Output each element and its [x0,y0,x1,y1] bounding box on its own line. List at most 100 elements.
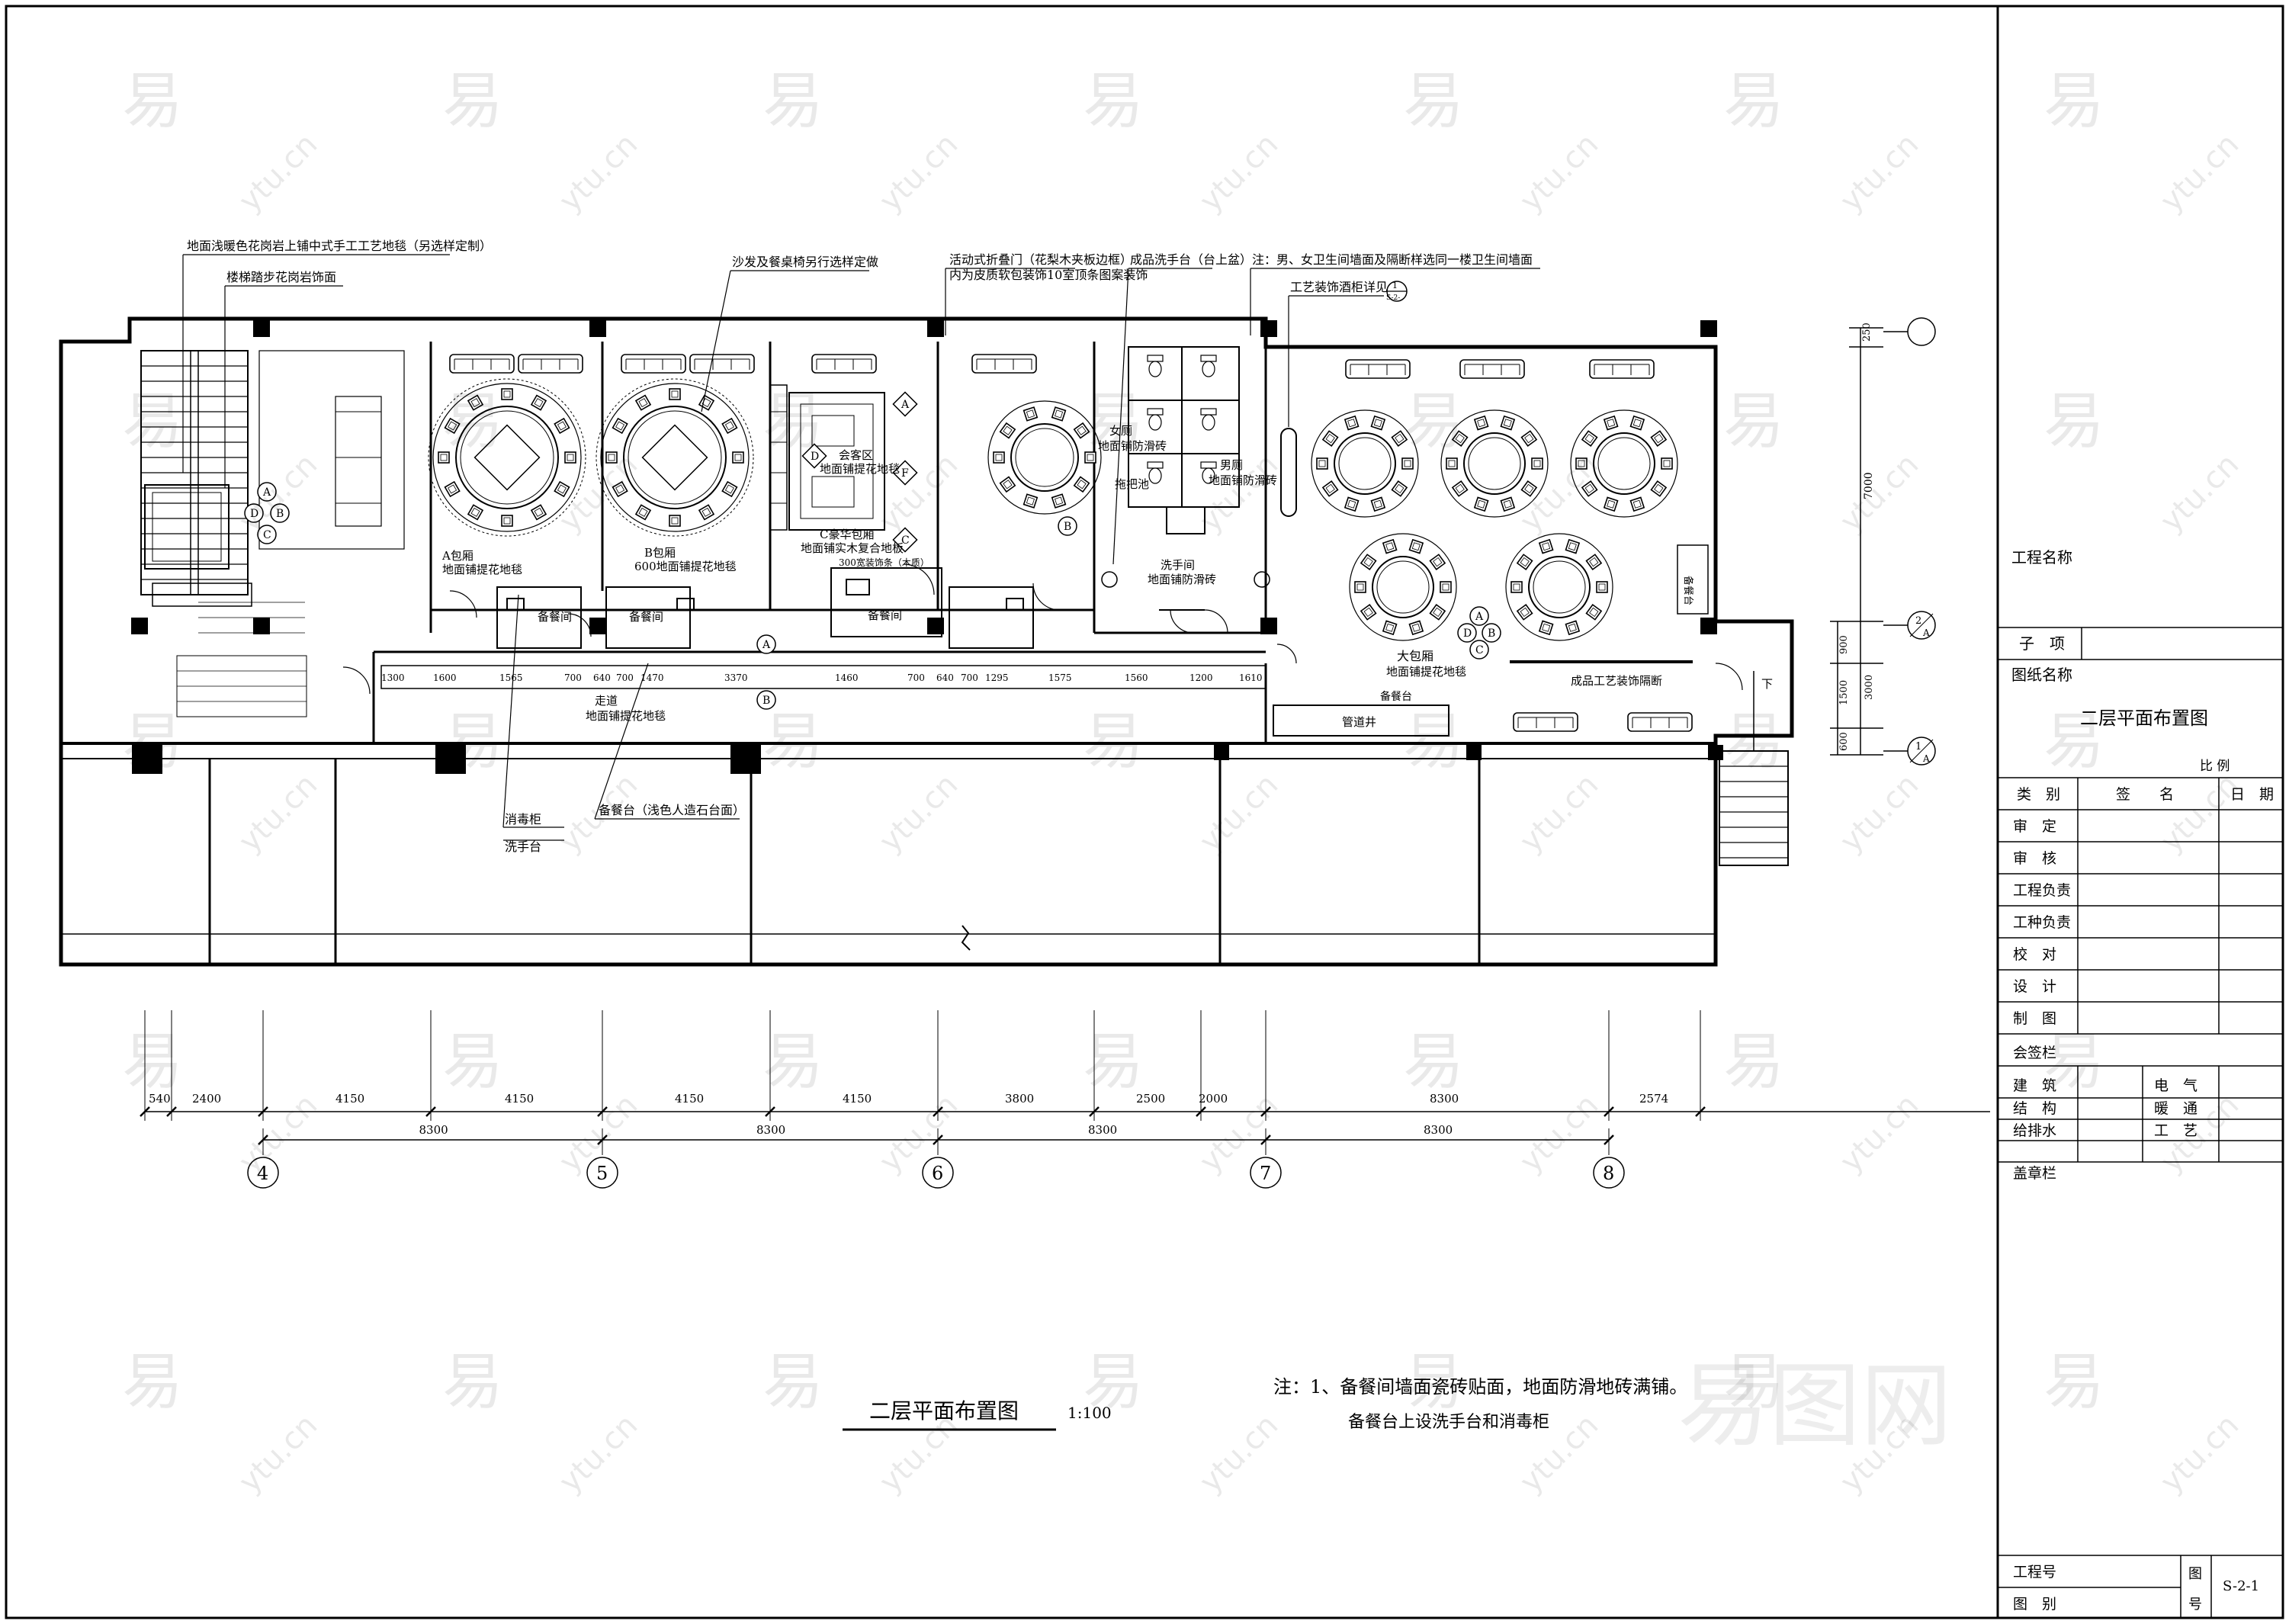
watermark-domain: ytu.cn [233,1407,325,1500]
round-table [1505,533,1613,641]
corridor-dimension-value: 700 [907,672,925,683]
room-tag: D [244,503,264,523]
round-table [428,378,586,537]
hall-label: 大包厢 [1397,649,1433,663]
watermark-char: 易 [442,386,503,457]
room-tag: B [1482,623,1501,643]
bottom-dimension-value: 4150 [843,1092,872,1106]
watermark-char: 易 [1723,66,1784,136]
watermark-domain: ytu.cn [1514,1087,1606,1179]
sheet-frame [5,5,2284,1619]
men-label: 男厕 [1220,458,1243,472]
corridor-dimension-value: 1600 [433,672,457,683]
title-block-text: 工程名称 子 项 图纸名称 二层平面布置图 比 例 类 别 签 名 日 期 审 … [2011,548,2274,1613]
round-tables [428,378,1678,641]
watermark-char: 易 [1723,1026,1784,1097]
room-tag: A [892,391,918,417]
right-axis-bubbles: 2 A 1 A [1907,317,1936,765]
corridor-dimension-value: 640 [936,672,954,683]
corridor-dimension-value: 1295 [985,672,1009,683]
bottom-dimension-value: 540 [149,1092,171,1106]
room-c-label: C豪华包厢 [820,528,874,541]
room-tag: B [1058,516,1077,536]
drawing-scale: 1:100 [1067,1404,1112,1422]
watermark-domain: ytu.cn [1834,447,1926,539]
watermark-char: 易 [122,1346,183,1417]
corridor-dimension-value: 1200 [1189,672,1213,683]
women-floor: 地面铺防滑砖 [1098,439,1167,453]
tb-sign-section: 会签栏 [2013,1045,2056,1061]
axis-1-bottom: A [1922,753,1930,764]
bottom-dimension-value: 4150 [505,1092,534,1106]
corridor-floor: 地面铺提花地毯 [586,709,666,723]
watermark-domain: ytu.cn [873,767,965,859]
exterior-wall [59,316,1794,967]
tb-row-check: 校 对 [2013,946,2056,963]
watermark-char: 易 [1403,706,1464,777]
watermark-char: 易 [442,66,503,136]
tb-row-design: 设 计 [2013,978,2056,995]
hall-floor: 地面铺提花地毯 [1386,665,1466,679]
watermark-domain: ytu.cn [1193,767,1286,859]
bottom-dimension-value: 4150 [675,1092,704,1106]
watermark-char: 易 [2043,706,2104,777]
dim-right-3000: 3000 [1864,675,1875,700]
note-line-2: 备餐台上设洗手台和消毒柜 [1348,1413,1549,1432]
room-tag-letter: B [762,695,770,707]
tb-drawing-no-label-1: 图 [2188,1566,2202,1582]
watermark-domain: ytu.cn [233,767,325,859]
stair-right [1719,671,1789,866]
room-tag-letter: D [1463,627,1472,640]
watermark-char: 易 [2043,386,2104,457]
callout-wc-note: 注：男、女卫生间墙面及隔断样选同一楼卫生间墙面 [1252,252,1533,267]
room-c-note: 300宽装饰条（木质） [839,557,929,568]
washroom-floor: 地面铺防滑砖 [1148,573,1216,586]
bottom-dimension-value: 3800 [1005,1092,1034,1106]
tb-drawing-name: 二层平面布置图 [2080,708,2208,729]
watermark-char: 易 [442,1026,503,1097]
axis-bubble-label: 4 [257,1163,268,1184]
watermark-domain: ytu.cn [2154,447,2246,539]
watermark-char: 易 [762,706,823,777]
axis-bubble-label: 7 [1260,1163,1271,1184]
corridor-dimension-value: 700 [961,672,978,683]
room-tag-letter: D [250,508,258,520]
corridor-dimension-value: 700 [616,672,634,683]
watermark-char: 易 [1403,1026,1464,1097]
tb-discipline-process: 工 艺 [2154,1122,2198,1139]
structural-columns [131,320,1723,774]
tb-discipline-struct: 结 构 [2013,1100,2056,1117]
axis-2-top: 2 [1915,615,1921,627]
room-labels: A包厢 地面铺提花地毯 B包厢 600地面铺提花地毯 会客区 地面铺提花地毯 C… [441,424,1773,729]
tb-seal: 盖章栏 [2013,1165,2056,1182]
watermark-domain: ytu.cn [2154,127,2246,219]
round-table [1349,533,1457,641]
watermark-domain: ytu.cn [2154,767,2246,859]
room-tag-letter: B [1488,627,1495,640]
corridor-dimension-value: 700 [564,672,582,683]
corridor-label: 走道 [595,694,618,708]
watermark-char: 易 [1083,706,1144,777]
bottom-dimension-value: 2574 [1639,1092,1668,1106]
watermark-char: 易 [2043,1346,2104,1417]
watermark-char: 易 [2043,1026,2104,1097]
watermark-domain: ytu.cn [873,127,965,219]
room-tag-letter: A [901,399,910,411]
tb-row-review: 审 核 [2013,850,2056,867]
callout-disinfect: 消毒柜 [505,812,541,826]
corridor-dimension-value: 640 [593,672,611,683]
watermark-brand: 易图网 [1677,1353,1952,1459]
room-c-floor: 地面铺实木复合地板 [801,541,904,555]
room-tag: F [892,460,918,486]
tb-header-category: 类 别 [2017,786,2060,803]
lounge-floor: 地面铺提花地毯 [820,462,900,476]
watermark-char: 易 [1083,386,1144,457]
room-tag: A [756,634,776,654]
axis-bubble-label: 8 [1603,1163,1614,1184]
callout-cabinet: 工艺装饰酒柜详见 [1290,280,1388,294]
corridor-dimension-value: 1575 [1048,672,1072,683]
